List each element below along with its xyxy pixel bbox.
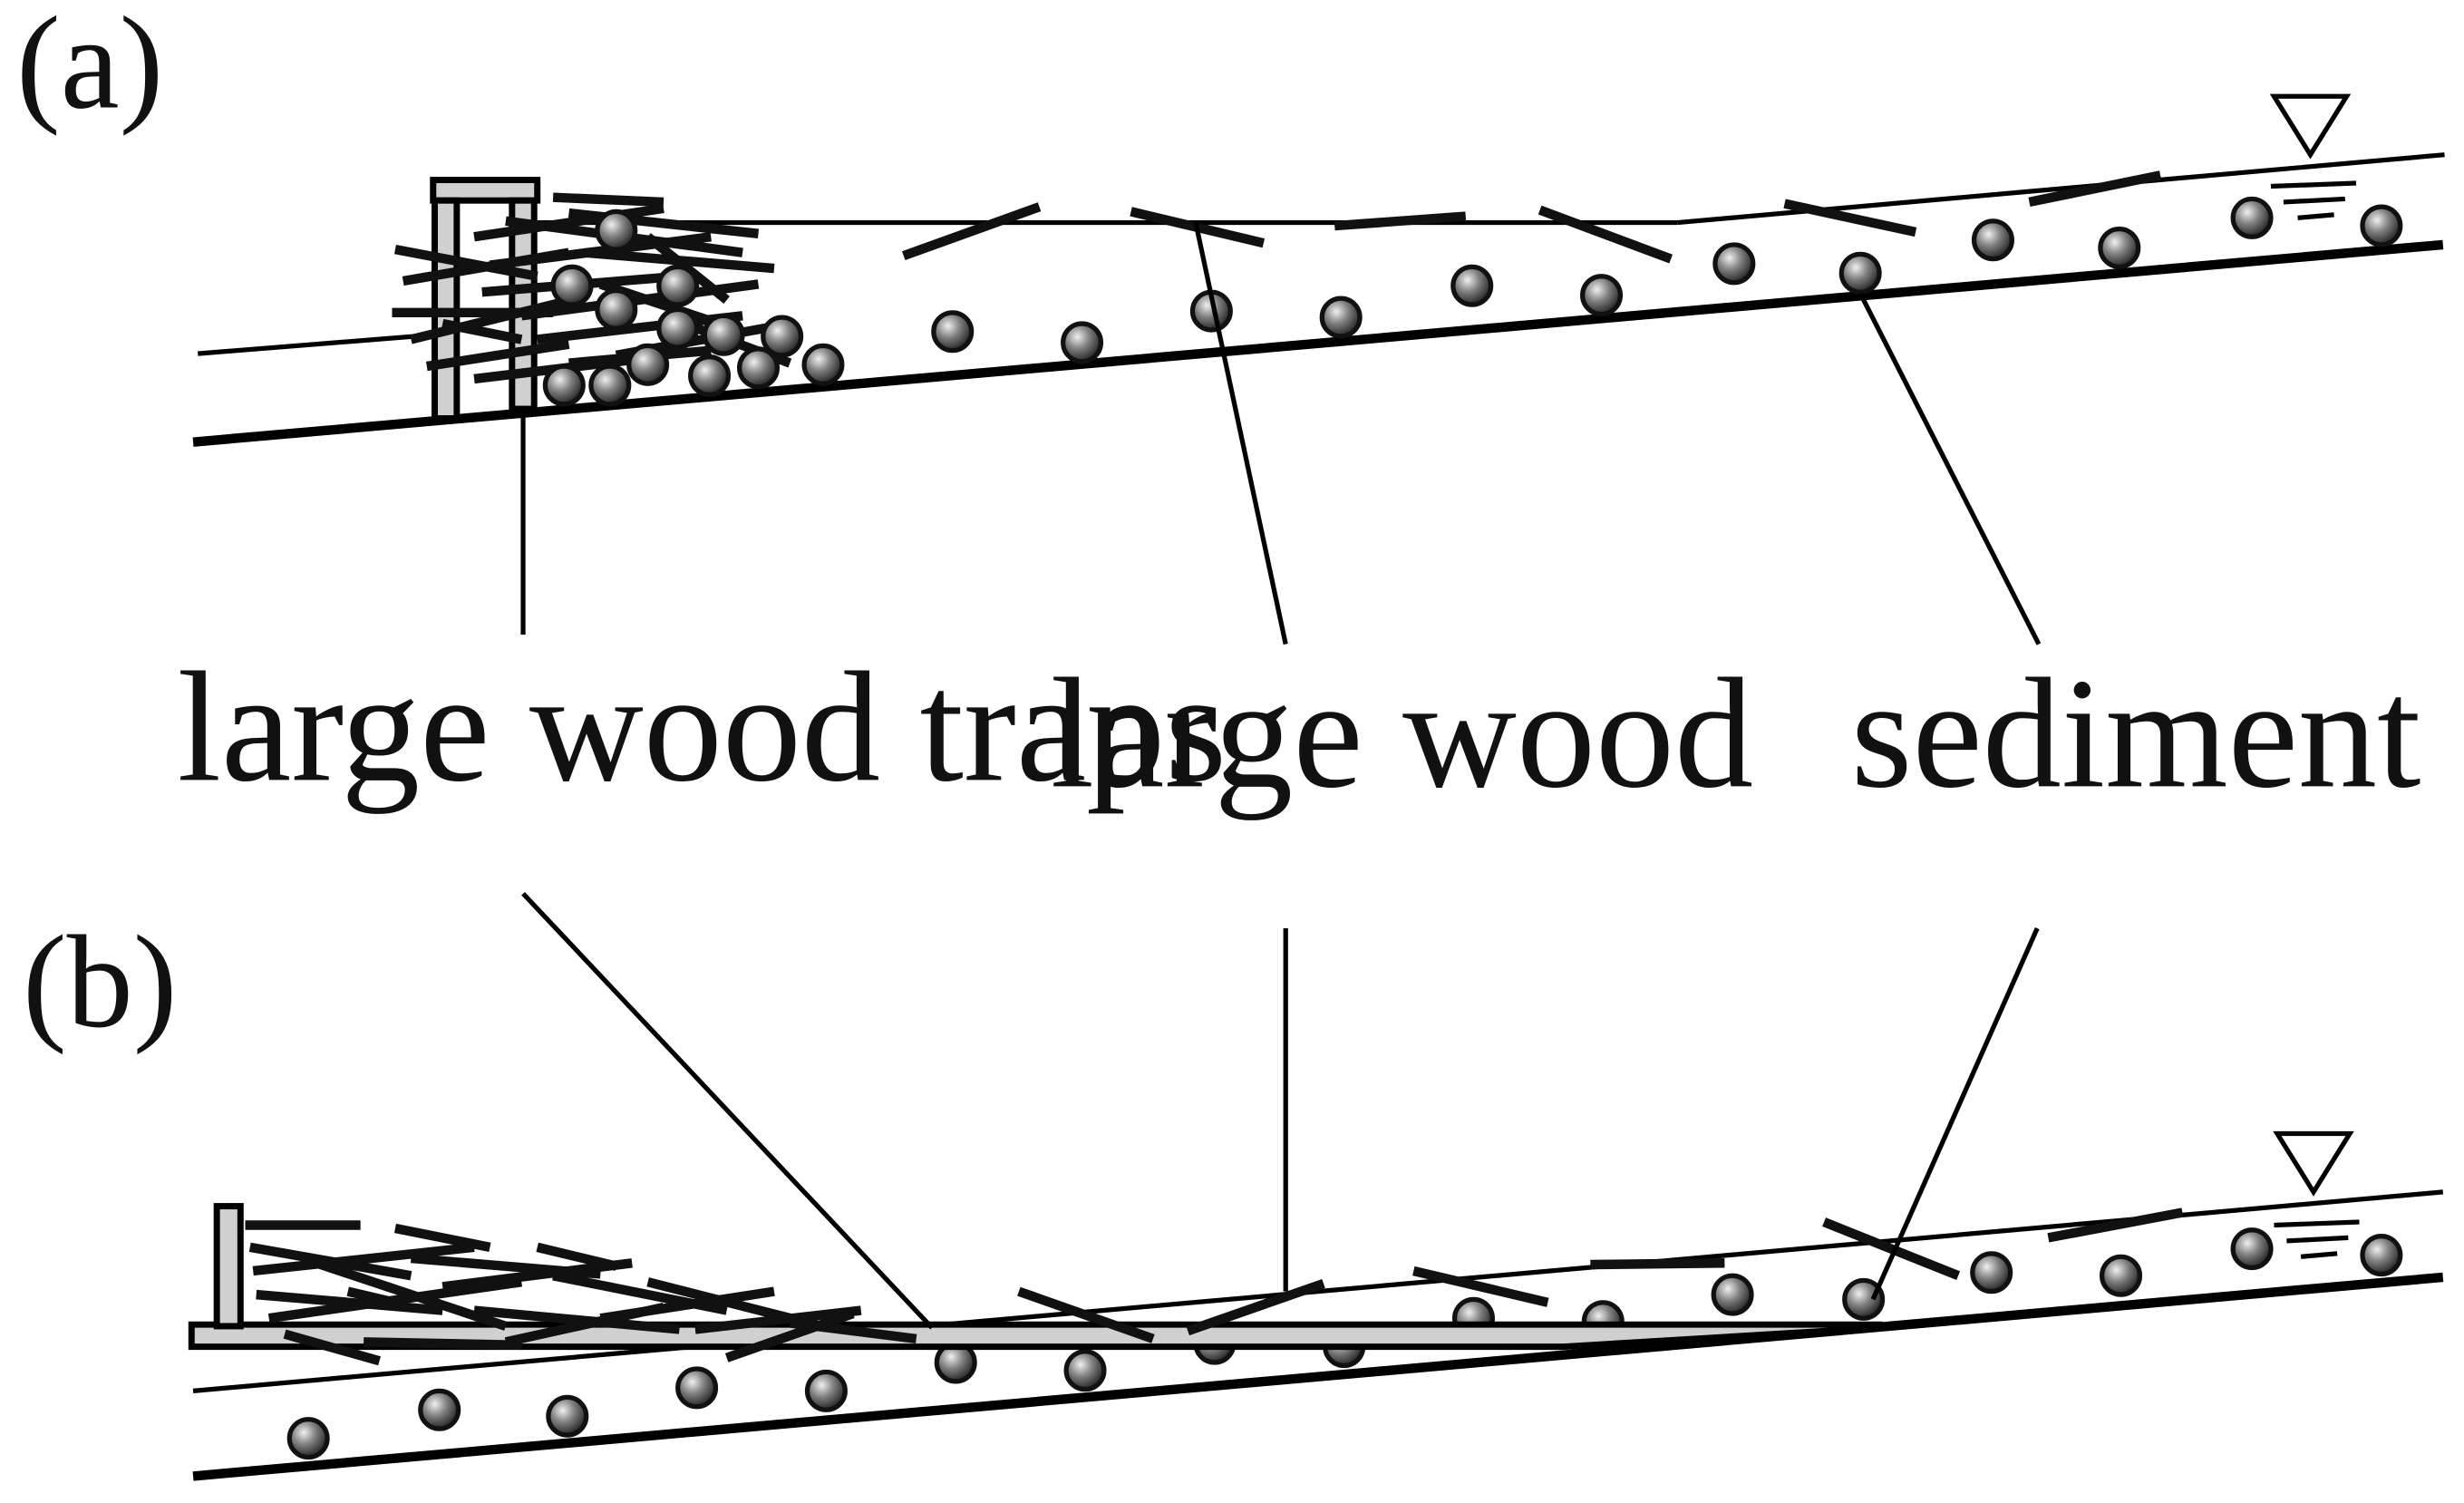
panel-b-label: (b) [23, 908, 178, 1055]
large-wood-pieces-a [901, 170, 2162, 264]
wood-piece [1538, 205, 1673, 264]
panel-a: (a) [16, 0, 2445, 645]
sediment-stone [804, 1369, 848, 1412]
sediment-stone [542, 364, 586, 407]
large-wood-trap-b [188, 1203, 1883, 1351]
wood-piece [1783, 199, 1917, 238]
wood-piece [2028, 170, 2162, 208]
leader-sediment-b [1870, 927, 2040, 1301]
sediment-stone [546, 1394, 589, 1438]
sediment-stone [931, 310, 975, 354]
wood-piece [901, 202, 1042, 261]
sediment-stone [656, 306, 700, 350]
sediment-stone [675, 1366, 719, 1410]
wood-piece [1334, 211, 1467, 231]
water-surface-b [192, 1189, 2444, 1393]
sediment-stone [550, 264, 594, 307]
sediment-stone [1842, 1277, 1886, 1321]
sediment-stone [2098, 226, 2141, 269]
leader-wood-a [1193, 222, 1288, 645]
sediment-stone [2230, 196, 2274, 239]
callout-labels: large wood traps large wood sediment [178, 639, 2421, 820]
sediment-stone [656, 264, 700, 307]
sediment-stone [286, 1417, 330, 1460]
water-surface-a-upstream [1676, 152, 2445, 226]
sediment-stone [1063, 1349, 1107, 1392]
trap-post [213, 1203, 244, 1330]
sediment-stone [702, 313, 745, 356]
sediment-stone [761, 315, 804, 358]
sediment-stone [1712, 242, 1756, 286]
wood-piece [2047, 1207, 2184, 1243]
label-large-wood: large wood [1051, 645, 1753, 820]
water-surface-a-downstream [198, 332, 435, 356]
sediment-stone [1711, 1273, 1754, 1316]
sediment-stone [595, 208, 638, 252]
wood-piece [1017, 1286, 1155, 1343]
channel-bed-a [192, 239, 2444, 447]
sediment-stones-a [542, 196, 2403, 407]
sediment-stone [1971, 218, 2014, 262]
trapped-wood-pile-b [245, 1220, 917, 1366]
wood-piece [1186, 1278, 1325, 1336]
sediment-stone [1319, 296, 1363, 339]
sediment-stone [2230, 1227, 2274, 1271]
sediment-stone [595, 287, 638, 331]
wood-piece [1822, 1217, 1961, 1281]
sediment-stone [801, 343, 845, 386]
large-wood-trap-a [430, 177, 541, 422]
trap-deck [188, 1321, 1883, 1351]
sediment-stone [688, 354, 732, 398]
channel-bed-b [192, 1272, 2444, 1481]
leader-sediment-a [1858, 292, 2042, 645]
sediment-stone [737, 346, 781, 390]
panel-a-label: (a) [16, 0, 163, 136]
sediment-stone [1580, 274, 1624, 317]
sediment-stone [418, 1388, 461, 1431]
sediment-stone [2360, 204, 2403, 247]
label-sediment: sediment [1851, 645, 2421, 820]
water-level-triangle-icon [2269, 93, 2357, 220]
sediment-stone [588, 364, 632, 407]
trap-crossbeam [430, 177, 541, 204]
sediment-stone [1061, 321, 1104, 364]
sediment-stone [1838, 251, 1882, 295]
label-large-wood-traps: large wood traps [178, 639, 1227, 814]
leader-traps-b [521, 891, 934, 1330]
sediment-stone [1970, 1251, 2013, 1295]
large-wood-pieces-b [1017, 1207, 2184, 1343]
sediment-stone [626, 343, 670, 386]
sediment-stone [2360, 1234, 2403, 1277]
sediment-stone [1450, 264, 1494, 307]
wood-piece [1412, 1265, 1549, 1307]
sediment-stone [2100, 1254, 2143, 1297]
panel-b: (b) [23, 891, 2444, 1481]
wood-piece [1590, 1258, 1725, 1270]
water-level-triangle-icon [2273, 1130, 2360, 1259]
